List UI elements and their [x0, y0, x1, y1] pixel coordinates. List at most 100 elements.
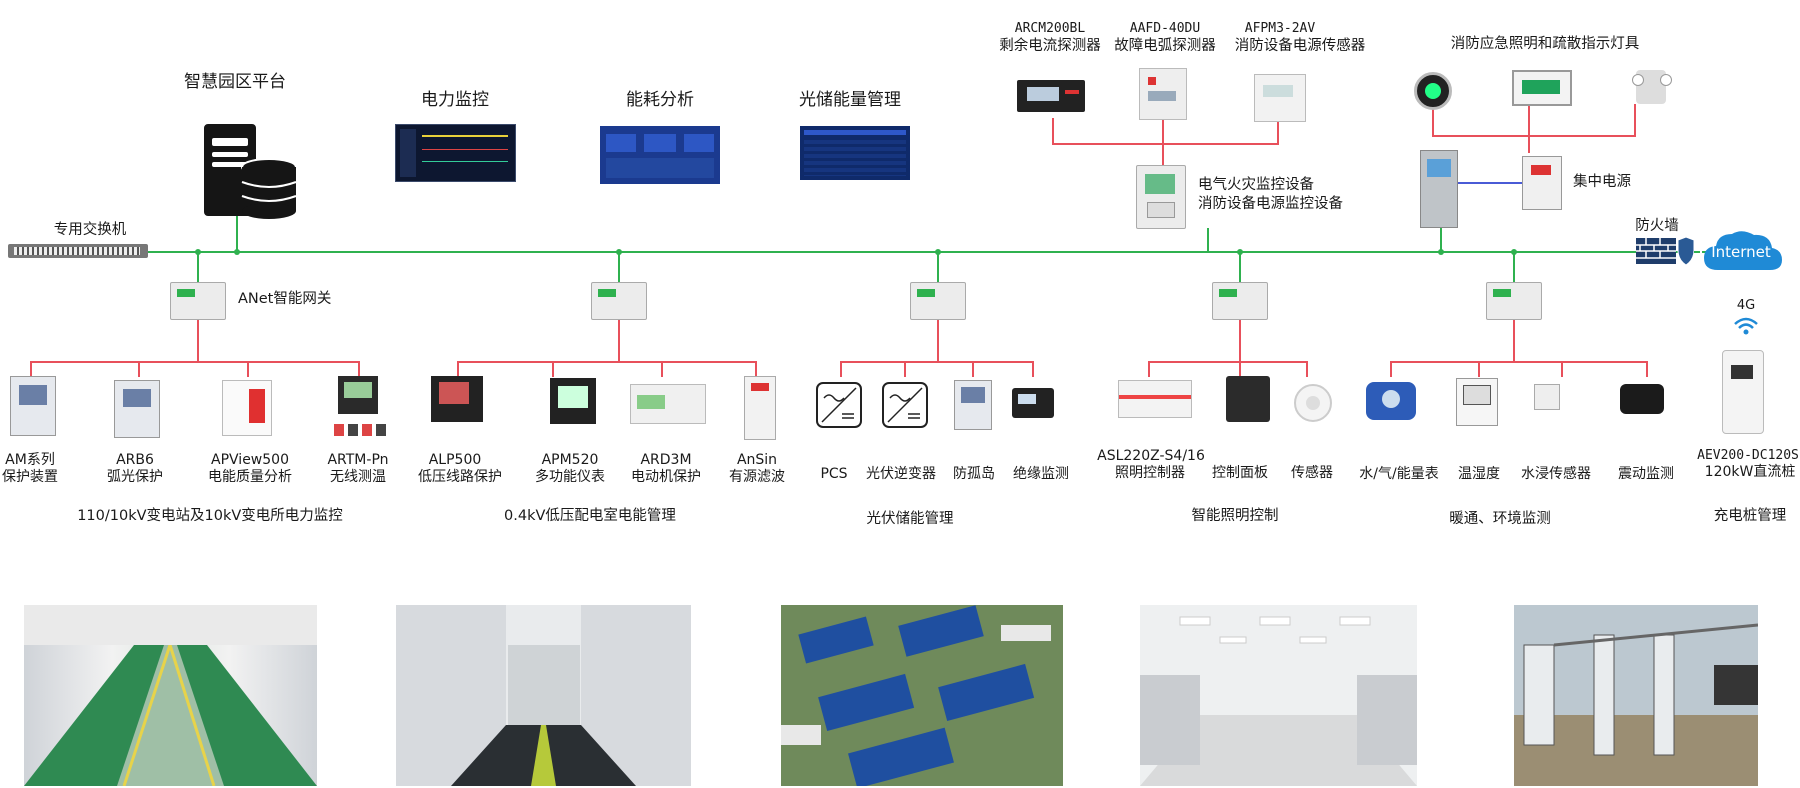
control-panel-device — [1226, 376, 1270, 422]
bus-node — [616, 249, 622, 255]
device-l1: 水浸传感器 — [1521, 466, 1591, 482]
office-lighting-photo — [1140, 605, 1417, 786]
am-protection-device — [10, 376, 56, 436]
charging-station-photo — [1514, 605, 1758, 786]
internet-label: Internet — [1711, 243, 1771, 261]
internet-cloud-icon — [1704, 231, 1782, 270]
firewall-icon — [1636, 236, 1694, 266]
sensor-device — [1294, 384, 1332, 422]
storage-management-screen — [800, 126, 910, 180]
device-l2: 120kW直流桩 — [1704, 464, 1796, 480]
arb6-device — [114, 380, 160, 438]
group-title: 0.4kV低压配电室电能管理 — [504, 508, 676, 524]
emergency-lighting-title: 消防应急照明和疏散指示灯具 — [1450, 36, 1640, 52]
detector-model-3: AFPM3-2AV — [1244, 21, 1316, 36]
group-title: 光伏储能管理 — [866, 511, 954, 527]
alp500-device — [431, 376, 483, 422]
emergency-host-cabinet — [1420, 150, 1458, 228]
detector-model-1: ARCM200BL — [1014, 21, 1086, 36]
substation-corridor-photo — [24, 605, 317, 786]
platform-link — [236, 215, 238, 252]
bus-node — [1511, 249, 1517, 255]
gateway-device-2 — [591, 282, 647, 320]
app-label-power: 电力监控 — [421, 90, 489, 110]
network-switch-icon — [8, 244, 148, 258]
device-l1: 防孤岛 — [953, 466, 995, 482]
device-l2: 电动机保护 — [631, 469, 701, 485]
database-icon — [241, 158, 297, 219]
device-l1: 传感器 — [1291, 465, 1333, 481]
low-voltage-room-photo — [396, 605, 691, 786]
group-title: 充电桩管理 — [1713, 508, 1787, 524]
gateway-device-4 — [1212, 282, 1268, 320]
device-l1: 震动监测 — [1618, 466, 1674, 482]
device-l1: ARD3M — [640, 452, 692, 468]
gateway-device-3 — [910, 282, 966, 320]
signal-4g-label: 4G — [1736, 298, 1756, 313]
bus-node — [935, 249, 941, 255]
insulation-monitor-device — [1012, 388, 1054, 418]
gateway-link-4 — [1239, 252, 1241, 282]
gateway-label: ANet智能网关 — [238, 291, 332, 307]
apm520-device — [550, 378, 596, 424]
firewall-label: 防火墙 — [1635, 218, 1679, 234]
device-l2: 低压线路保护 — [418, 469, 502, 485]
device-l2: 照明控制器 — [1115, 465, 1185, 481]
branch-line — [197, 320, 199, 362]
pv-inverter-icon — [882, 382, 928, 428]
anti-islanding-device — [954, 380, 992, 430]
switch-label: 专用交换机 — [53, 222, 127, 238]
detector-model-2: AAFD-40DU — [1129, 21, 1201, 36]
artm-device — [338, 376, 378, 414]
power-monitor-screen — [395, 124, 516, 182]
device-l1: AEV200-DC120S — [1697, 448, 1799, 463]
fire-monitor-label-1: 电气火灾监控设备 — [1198, 177, 1314, 193]
water-leak-sensor — [1534, 384, 1560, 410]
gateway-link-5 — [1513, 252, 1515, 282]
gateway-device-1 — [170, 282, 226, 320]
platform-label: 智慧园区平台 — [184, 72, 286, 92]
device-l1: ARTM-Pn — [327, 452, 389, 468]
vibration-monitor-icon — [1620, 384, 1664, 414]
arc-fault-detector — [1139, 68, 1187, 120]
emergency-lamp-icon — [1632, 70, 1672, 104]
exit-sign-icon — [1512, 70, 1572, 106]
device-l1: 光伏逆变器 — [866, 466, 936, 482]
bus-node — [1237, 249, 1243, 255]
bus-node — [1438, 249, 1444, 255]
device-l1: APM520 — [541, 452, 599, 468]
detector-name-1: 剩余电流探测器 — [999, 38, 1101, 54]
pcs-icon — [816, 382, 862, 428]
device-l1: AM系列 — [5, 452, 55, 468]
bus-node — [234, 249, 240, 255]
ard3m-device — [630, 384, 706, 424]
device-l1: 控制面板 — [1212, 465, 1268, 481]
group-title: 暖通、环境监测 — [1449, 511, 1551, 527]
device-l1: APView500 — [211, 452, 289, 468]
device-l2: 保护装置 — [2, 469, 58, 485]
branch-line — [30, 361, 360, 363]
ansin-device — [744, 376, 776, 440]
artm-sensors — [334, 424, 390, 436]
detector-name-2: 故障电弧探测器 — [1114, 38, 1216, 54]
fire-power-sensor — [1254, 74, 1306, 122]
detector-name-3: 消防设备电源传感器 — [1234, 38, 1366, 54]
device-l1: 水/气/能量表 — [1359, 466, 1439, 482]
lighting-controller-device — [1118, 380, 1192, 418]
device-l1: 温湿度 — [1458, 466, 1500, 482]
emergency-link — [1440, 225, 1442, 252]
solar-park-photo — [781, 605, 1063, 786]
gateway-link-1 — [197, 252, 199, 282]
device-l2: 有源滤波 — [729, 469, 785, 485]
app-label-energy: 能耗分析 — [626, 90, 694, 110]
meter-device — [1366, 382, 1416, 420]
app-label-storage: 光储能量管理 — [799, 90, 901, 110]
device-l1: ASL220Z-S4/16 — [1097, 448, 1205, 464]
apview500-device — [222, 380, 272, 436]
device-l2: 无线测温 — [330, 469, 386, 485]
charging-pile-device — [1722, 350, 1764, 434]
temp-humidity-device — [1456, 378, 1498, 426]
device-l2: 多功能仪表 — [535, 469, 605, 485]
device-l2: 弧光保护 — [107, 469, 163, 485]
gateway-device-5 — [1486, 282, 1542, 320]
